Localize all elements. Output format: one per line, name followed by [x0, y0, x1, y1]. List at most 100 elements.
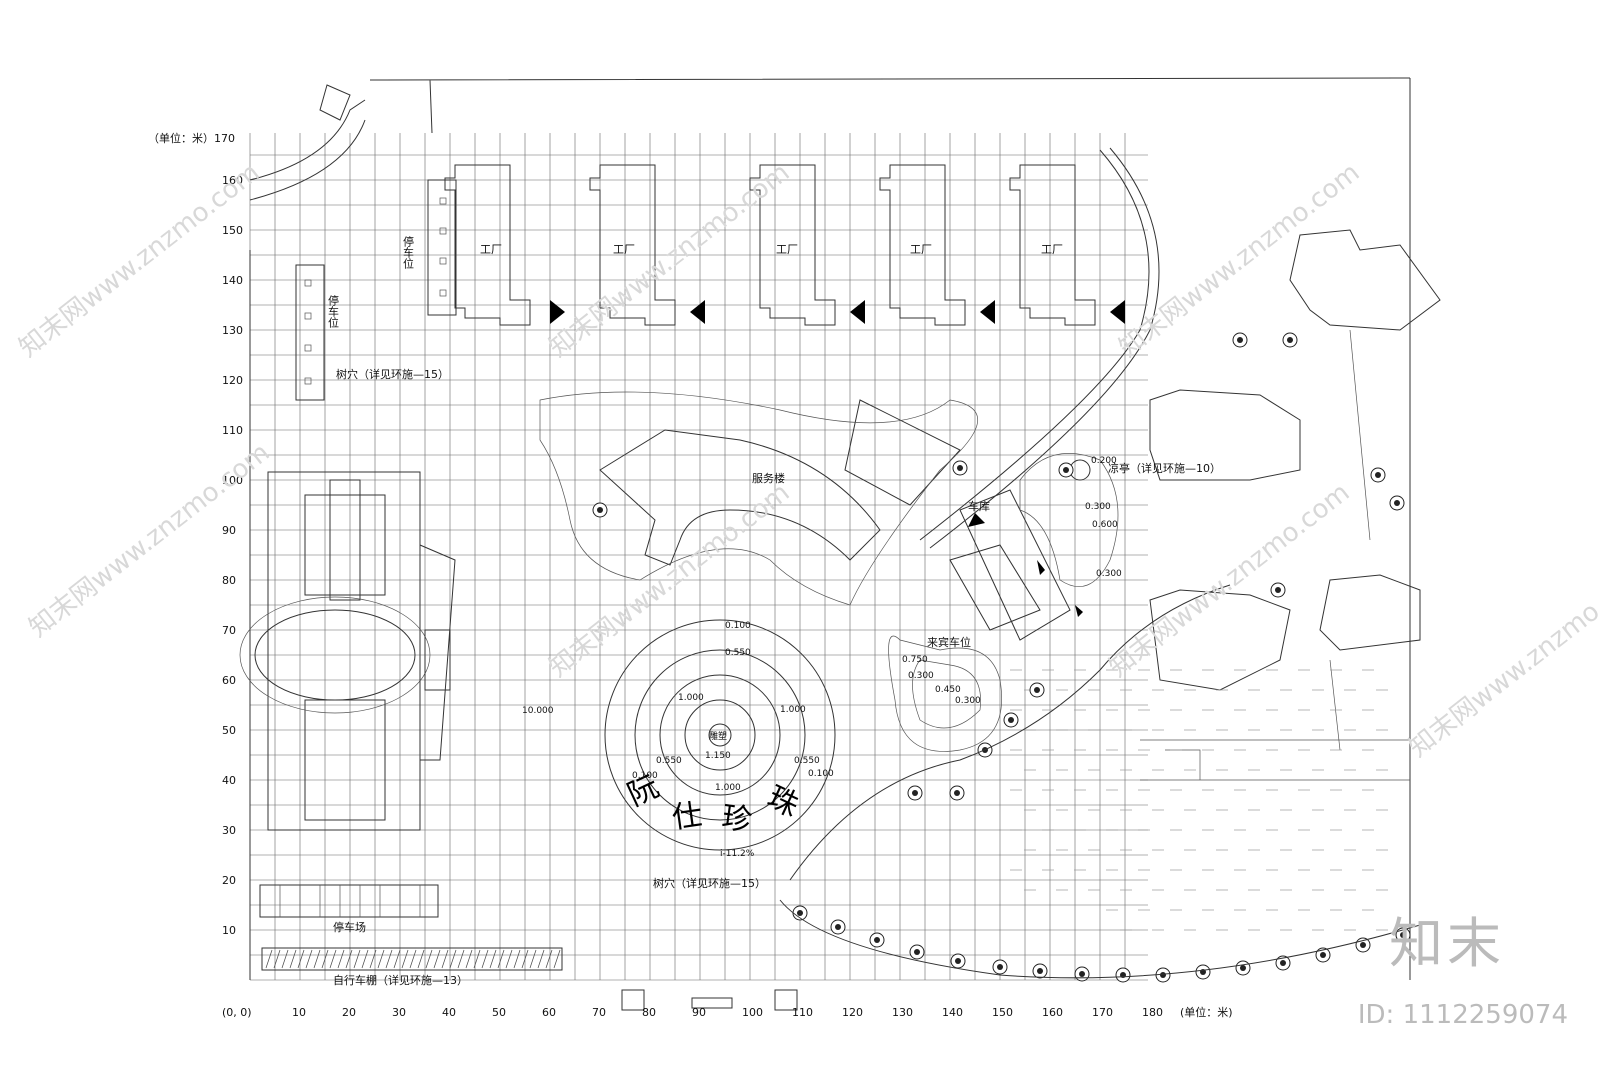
image-id: ID: 1112259074: [1357, 1000, 1568, 1030]
tree-pit-bottom-label: 树穴（详见环施—15）: [653, 876, 766, 890]
x-tick-label: 70: [592, 1006, 606, 1019]
service-building: [539, 391, 978, 606]
elevation: 0.450: [935, 685, 961, 695]
garage-label: 车库: [968, 499, 990, 513]
y-tick-label: 70: [222, 624, 236, 637]
x-tick-label: 110: [792, 1006, 813, 1019]
tree-center: [1360, 942, 1366, 948]
bike-shed-hatch: [337, 949, 345, 969]
x-tick-label: 90: [692, 1006, 706, 1019]
bike-shed-hatch: [537, 949, 545, 969]
tree-center: [1287, 337, 1293, 343]
elevation: 1.150: [705, 751, 731, 761]
bike-shed-hatch: [505, 949, 513, 969]
x-tick-label: 40: [442, 1006, 456, 1019]
y-tick-label: 20: [222, 874, 236, 887]
bottom-parking: [259, 884, 563, 971]
elevation: 0.750: [902, 655, 928, 665]
bike-shed-label: 自行车棚（详见环施—13）: [333, 973, 468, 987]
tree-center: [797, 910, 803, 916]
factory-buildings: [444, 164, 1125, 326]
bike-shed-hatch: [385, 949, 393, 969]
guest-parking-label: 来宾车位: [927, 635, 971, 649]
bike-shed-hatch: [289, 949, 297, 969]
site-boundary: [249, 77, 1411, 980]
elevation: 0.550: [794, 756, 820, 766]
tree-center: [1034, 687, 1040, 693]
x-tick-label: 50: [492, 1006, 506, 1019]
tree-center: [597, 507, 603, 513]
green-strip: [919, 147, 1160, 549]
parking-lot-label: 停车场: [333, 920, 366, 934]
y-tick-label: 130: [222, 324, 243, 337]
factory-label: 工厂: [1041, 243, 1063, 256]
x-tick-label: 150: [992, 1006, 1013, 1019]
sports-area: [239, 471, 456, 831]
plaza-circle: [604, 619, 836, 851]
entrance-road: [249, 84, 366, 201]
tree-center: [1037, 968, 1043, 974]
gate-post-left: [621, 989, 645, 1011]
elevation-labels: 0.100 0.550 1.000 1.000 1.150 0.550 0.10…: [522, 456, 1122, 793]
tree-center: [1394, 500, 1400, 506]
bike-shed-hatch: [465, 949, 473, 969]
plaza-text-char: 仕: [670, 797, 705, 836]
tree-center: [1275, 587, 1281, 593]
bike-shed-hatch: [529, 949, 537, 969]
factory-label: 工厂: [613, 243, 635, 256]
elevation: 0.300: [908, 671, 934, 681]
bike-shed-hatch: [361, 949, 369, 969]
plaza-text-char: 珠: [762, 780, 804, 824]
bike-shed-hatch: [281, 949, 289, 969]
factory-label: 工厂: [910, 243, 932, 256]
bike-shed-hatch: [345, 949, 353, 969]
elevation: 0.550: [656, 756, 682, 766]
parking-left-label: 停车位: [327, 294, 340, 328]
bike-shed-hatch: [273, 949, 281, 969]
elevation: 1.000: [715, 783, 741, 793]
tree-center: [835, 924, 841, 930]
y-tick-label: 10: [222, 924, 236, 937]
x-tick-label: 100: [742, 1006, 763, 1019]
unit-right: (单位：米): [1180, 1005, 1233, 1019]
bike-shed-hatch: [521, 949, 529, 969]
elevation: 0.300: [1085, 502, 1111, 512]
bike-shed-hatch: [441, 949, 449, 969]
y-tick-label: 40: [222, 774, 236, 787]
bike-shed-hatch: [489, 949, 497, 969]
tree-center: [954, 790, 960, 796]
factory-labels: 工厂 工厂 工厂 工厂 工厂: [480, 243, 1063, 256]
elevation: 0.100: [808, 769, 834, 779]
plaza-text-char: 珍: [720, 800, 755, 839]
y-tick-label: 100: [222, 474, 243, 487]
elevation: 0.550: [725, 648, 751, 658]
y-tick-label: 140: [222, 274, 243, 287]
y-tick-label: 110: [222, 424, 243, 437]
elevation: 0.100: [725, 621, 751, 631]
tree-center: [1375, 472, 1381, 478]
tree-center: [1280, 960, 1286, 966]
bike-shed-hatch: [417, 949, 425, 969]
bike-shed-hatch: [449, 949, 457, 969]
x-tick-label: 120: [842, 1006, 863, 1019]
origin-label: (0, 0): [222, 1006, 252, 1019]
elevation: 0.300: [1096, 569, 1122, 579]
bike-shed-hatch: [553, 949, 561, 969]
tree-center: [874, 937, 880, 943]
elevation: 0.300: [955, 696, 981, 706]
x-tick-label: 170: [1092, 1006, 1113, 1019]
x-tick-label: 130: [892, 1006, 913, 1019]
tree-center: [1160, 972, 1166, 978]
tree-pit-top-label: 树穴（详见环施—15）: [336, 367, 449, 381]
y-tick-label: 60: [222, 674, 236, 687]
waterfront-edge: [779, 584, 1421, 979]
x-tick-label: 80: [642, 1006, 656, 1019]
unit-top: （单位：米）170: [148, 131, 235, 145]
znzmo-logo: 知末: [1389, 912, 1505, 975]
y-tick-label: 30: [222, 824, 236, 837]
grid: [249, 133, 1148, 981]
pavilion-label: 凉亭（详见环施—10）: [1108, 461, 1221, 475]
residential-buildings: [1140, 229, 1441, 781]
